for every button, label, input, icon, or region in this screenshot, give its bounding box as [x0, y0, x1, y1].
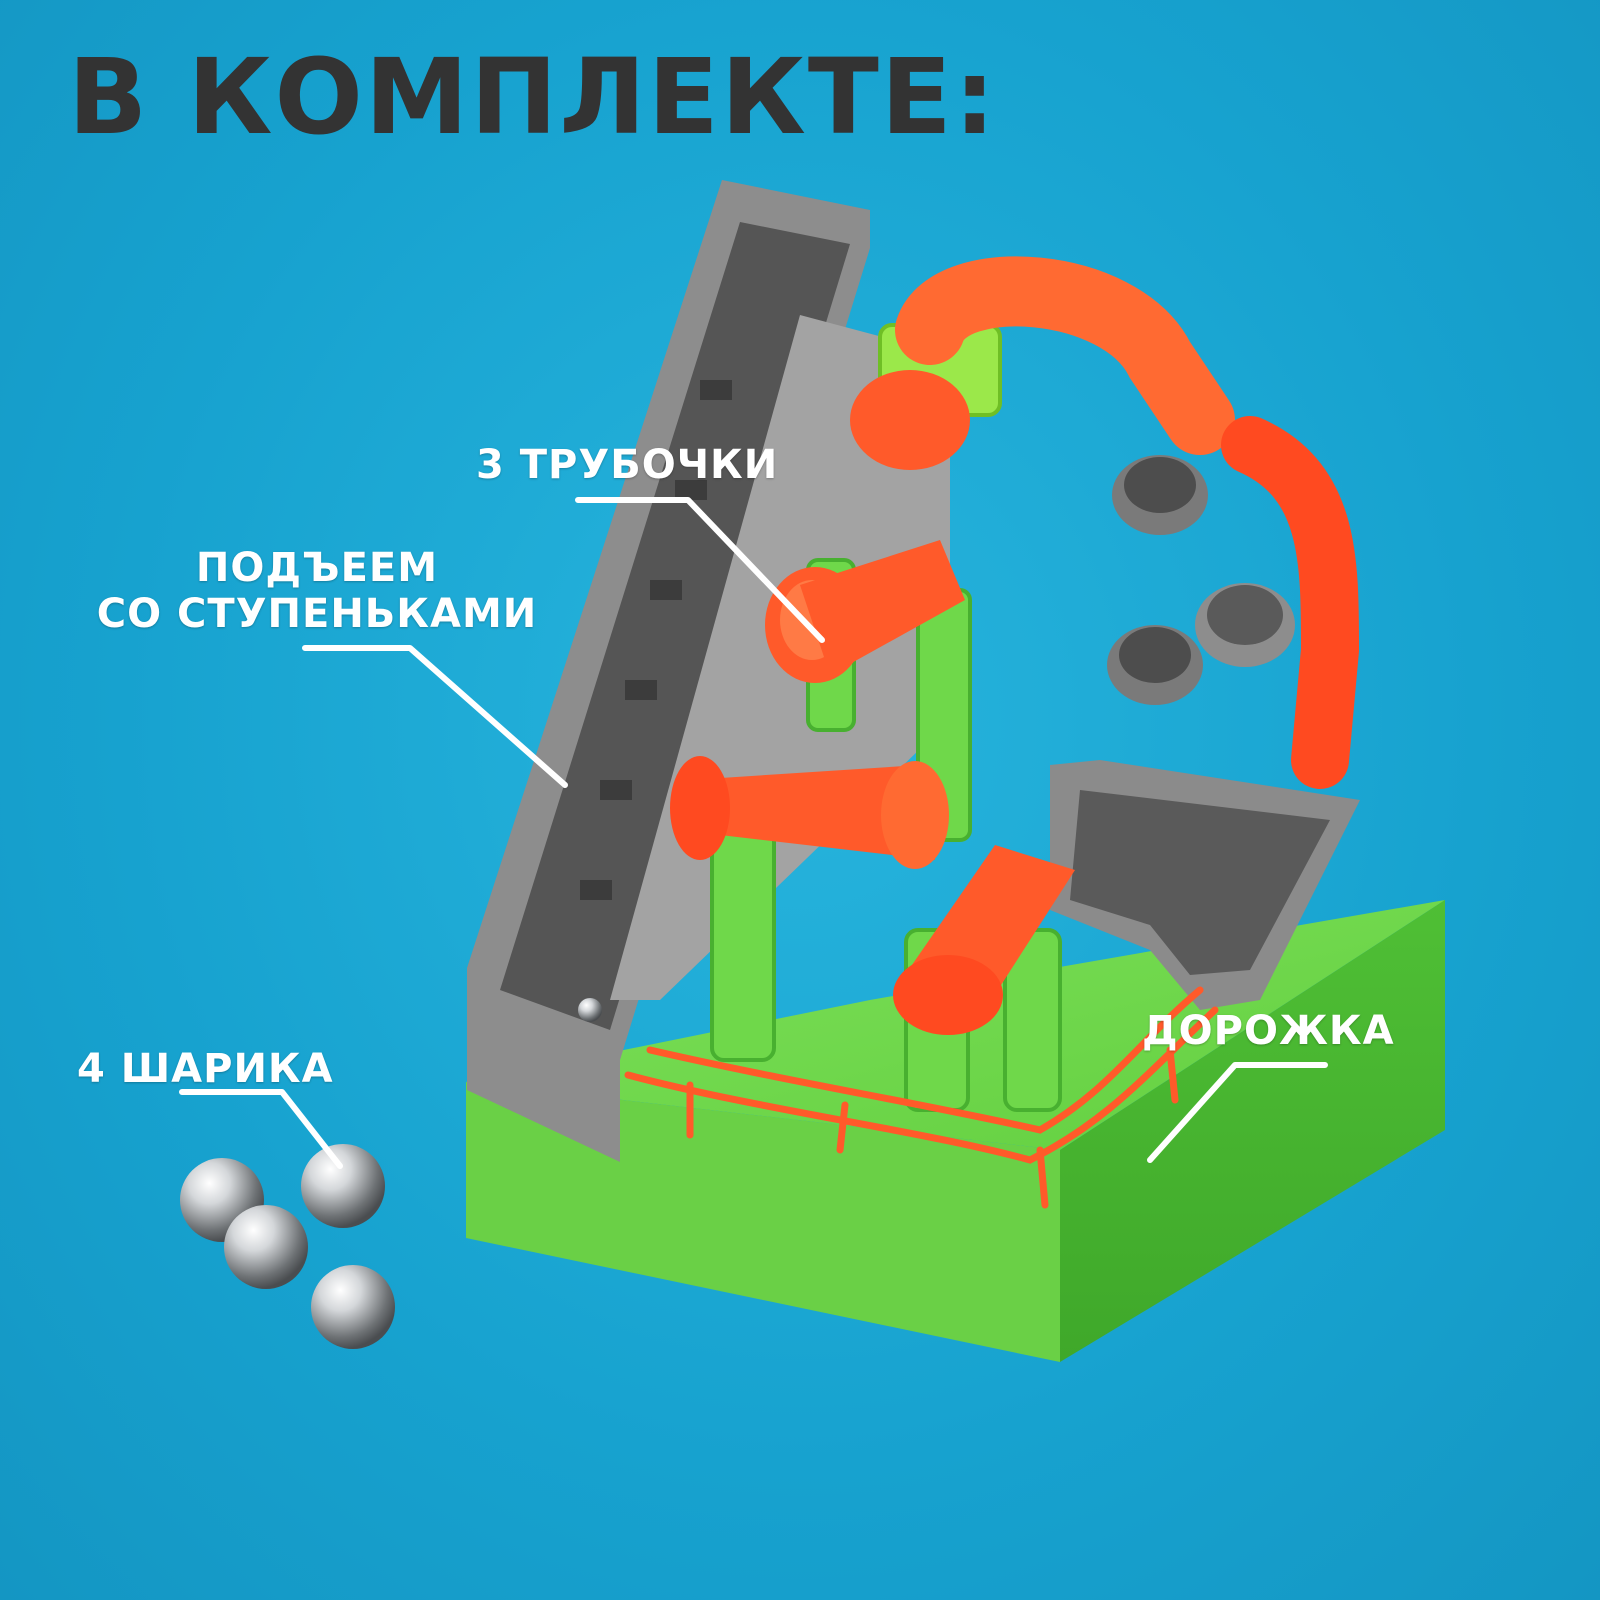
page-title: В КОМПЛЕКТЕ:: [68, 36, 998, 158]
ball: [301, 1144, 385, 1228]
orange-tubes: [670, 256, 1360, 1035]
lift-ball: [578, 998, 602, 1022]
balls: [180, 1144, 395, 1349]
ball: [224, 1205, 308, 1289]
label-tubes: 3 ТРУБОЧКИ: [476, 442, 779, 488]
callout-lines: [179, 497, 1328, 1169]
label-balls: 4 ШАРИКА: [77, 1046, 334, 1092]
label-lift-line2: СО СТУПЕНЬКАМИ: [96, 591, 538, 637]
callout-line-lift: [302, 645, 568, 788]
callout-line-balls: [179, 1089, 343, 1169]
callout-line-track: [1147, 1062, 1328, 1163]
label-lift-line1: ПОДЪЕЕМ: [195, 545, 439, 591]
gray-cups: [1107, 455, 1295, 705]
callout-line-tubes: [575, 497, 825, 643]
orange-track: [624, 986, 1219, 1209]
ball: [311, 1265, 395, 1349]
label-lift: ПОДЪЕЕМ СО СТУПЕНЬКАМИ: [76, 545, 558, 637]
label-track: ДОРОЖКА: [1142, 1008, 1395, 1054]
gray-tray: [1050, 760, 1360, 1010]
